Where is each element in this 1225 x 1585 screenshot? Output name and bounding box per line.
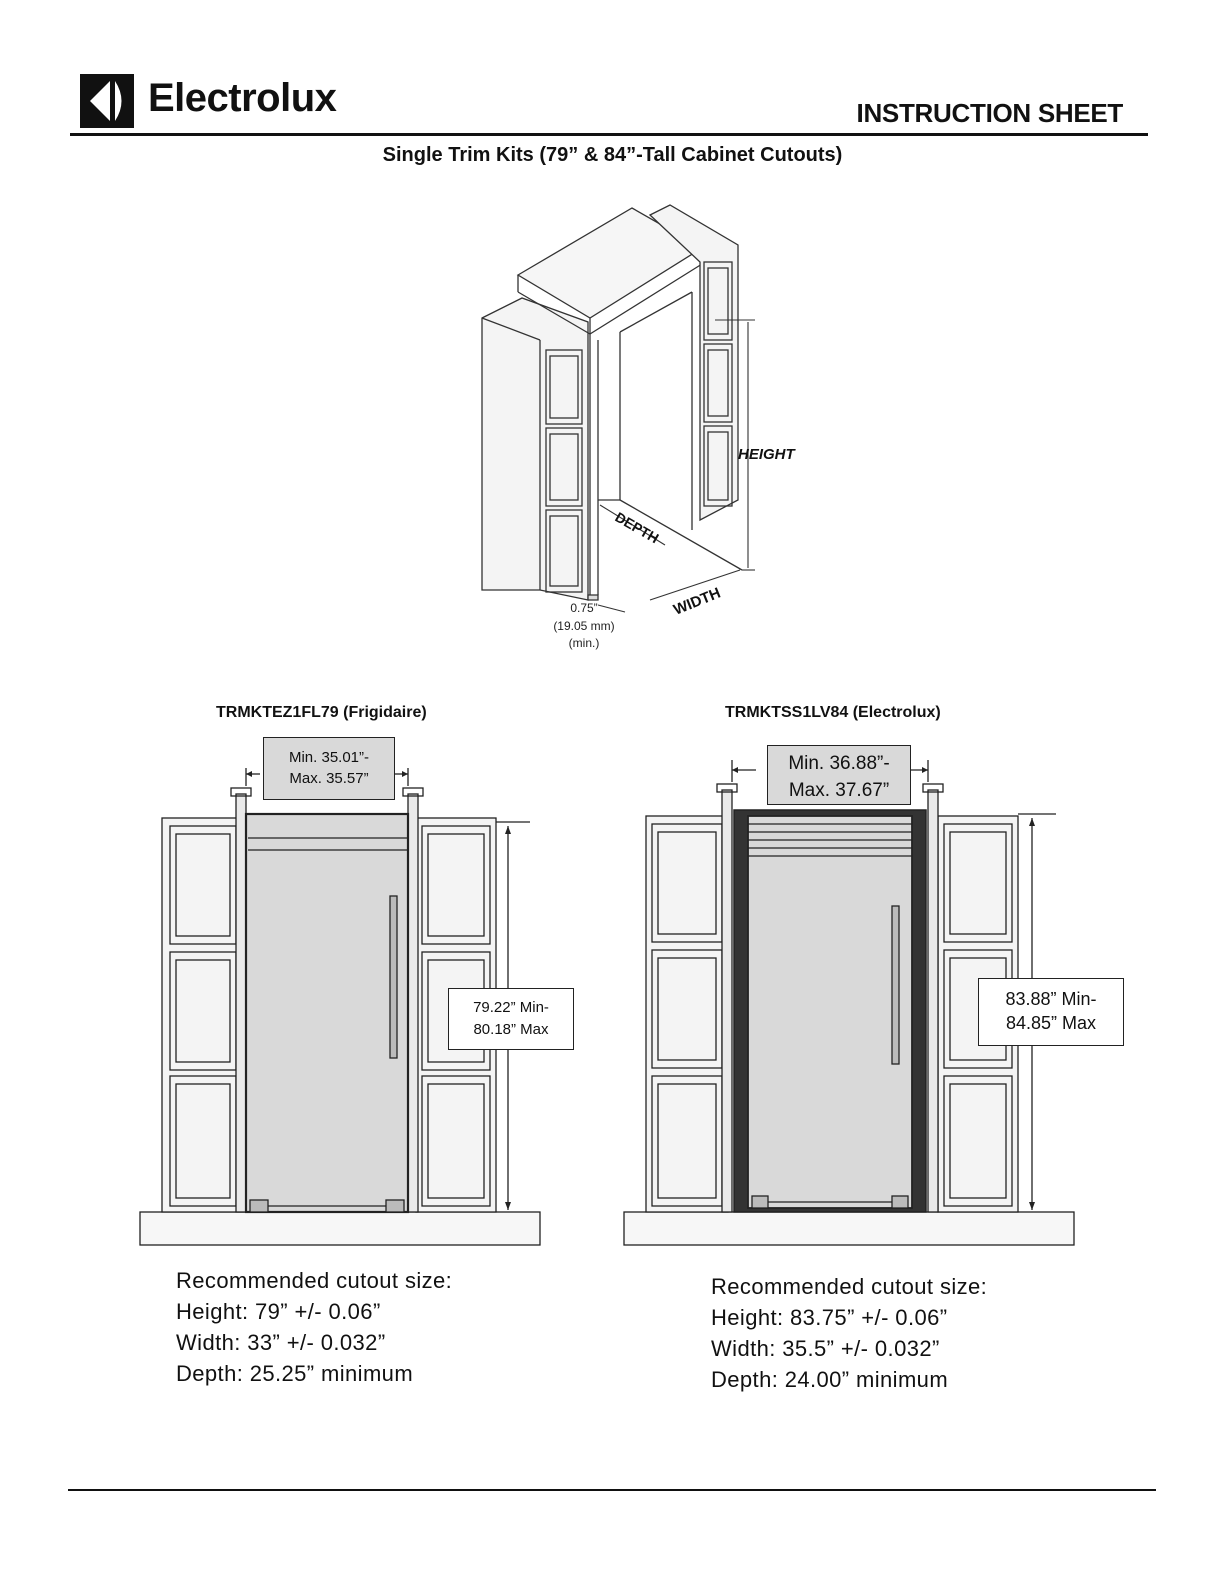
recommended-size-electrolux: Recommended cutout size: Height: 83.75” …	[711, 1271, 987, 1395]
kit-name-frigidaire: TRMKTEZ1FL79 (Frigidaire)	[216, 704, 427, 721]
electrolux-logo-icon	[80, 74, 134, 128]
width-range-max: Max. 35.57”	[289, 770, 369, 787]
height-range-min: 79.22” Min-	[473, 999, 549, 1016]
width-range-max: Max. 37.67”	[788, 780, 890, 801]
rec-height: Height: 79” +/- 0.06”	[176, 1299, 381, 1324]
height-range-box-electrolux: 83.88” Min- 84.85” Max	[978, 978, 1124, 1046]
height-range-max: 80.18” Max	[473, 1021, 549, 1038]
rec-width: Width: 35.5” +/- 0.032”	[711, 1336, 940, 1361]
rec-depth: Depth: 24.00” minimum	[711, 1367, 949, 1392]
electrolux-kit-drawing	[622, 730, 1092, 1260]
brand-name: Electrolux	[148, 76, 337, 120]
gap-label-3: (min.)	[569, 636, 600, 650]
height-range-box-frigidaire: 79.22” Min- 80.18” Max	[448, 988, 574, 1050]
width-range-min: Min. 35.01”-	[288, 749, 370, 766]
rec-title: Recommended cutout size:	[176, 1268, 453, 1293]
gap-label-2: (19.05 mm)	[553, 619, 614, 633]
rec-depth: Depth: 25.25” minimum	[176, 1361, 414, 1386]
rec-title: Recommended cutout size:	[711, 1274, 988, 1299]
sheet-title: INSTRUCTION SHEET	[856, 98, 1124, 128]
width-label: WIDTH	[671, 585, 723, 619]
width-range-box-frigidaire: Min. 35.01”- Max. 35.57”	[263, 737, 395, 800]
isometric-cutout-diagram: HEIGHT DEPTH WIDTH 0.75” (19.05 mm) (min…	[470, 200, 830, 660]
width-range-min: Min. 36.88”-	[788, 753, 890, 774]
depth-label: DEPTH	[613, 509, 662, 547]
kit-name-electrolux: TRMKTSS1LV84 (Electrolux)	[725, 704, 941, 721]
rec-width: Width: 33” +/- 0.032”	[176, 1330, 386, 1355]
height-range-max: 84.85” Max	[1005, 1013, 1097, 1033]
height-label: HEIGHT	[738, 446, 797, 463]
height-range-min: 83.88” Min-	[1005, 989, 1097, 1009]
width-range-box-electrolux: Min. 36.88”- Max. 37.67”	[767, 745, 911, 805]
recommended-size-frigidaire: Recommended cutout size: Height: 79” +/-…	[176, 1265, 452, 1389]
gap-label-1: 0.75”	[570, 601, 597, 615]
page-subtitle: Single Trim Kits (79” & 84”-Tall Cabinet…	[382, 144, 843, 166]
rec-height: Height: 83.75” +/- 0.06”	[711, 1305, 948, 1330]
header-rule	[70, 133, 1148, 136]
footer-rule	[68, 1489, 1156, 1491]
